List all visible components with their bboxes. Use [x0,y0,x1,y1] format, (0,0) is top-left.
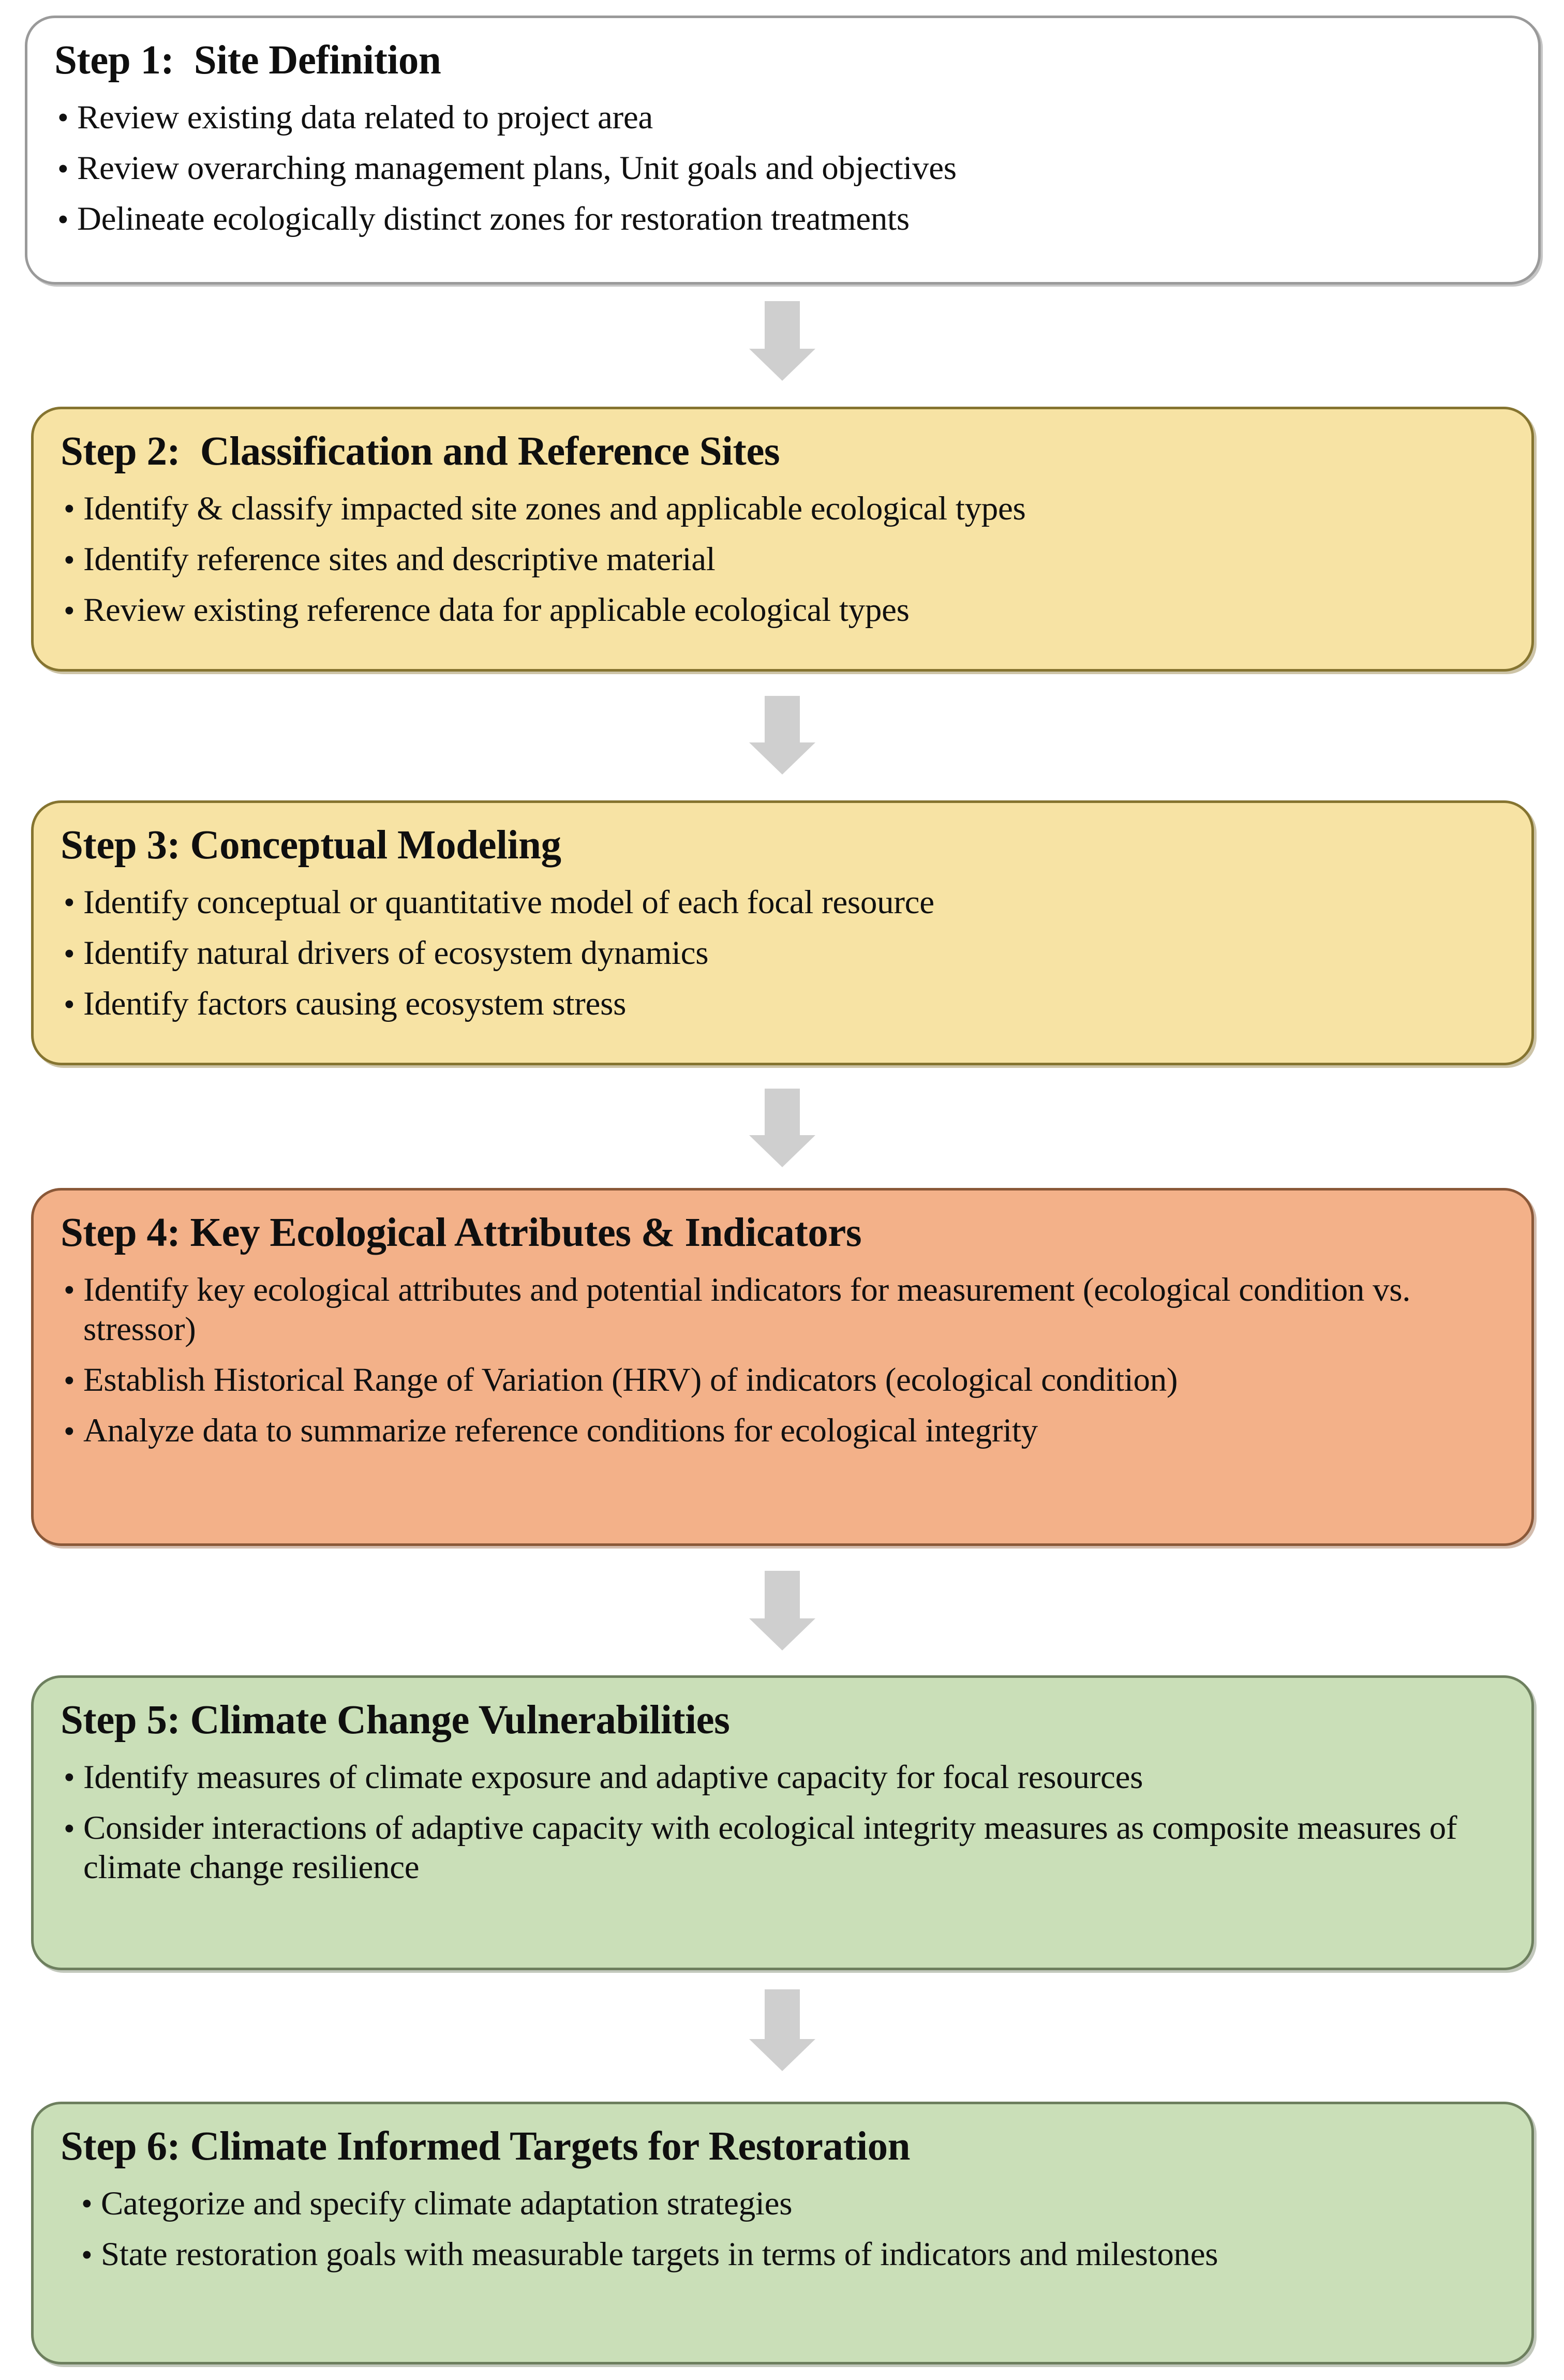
list-item: • Identify reference sites and descripti… [61,540,1505,579]
arrow-head [749,742,815,775]
arrow-down-icon-3-to-4 [749,1089,815,1167]
list-item-text: Identify natural drivers of ecosystem dy… [83,934,709,972]
list-item-text: Identify conceptual or quantitative mode… [83,883,934,921]
bullet-icon: • [64,492,75,527]
bullet-icon: • [57,100,69,136]
list-item-text: Review existing data related to project … [77,98,653,136]
step-5-bullet-list: • Identify measures of climate exposure … [61,1758,1505,1887]
list-item-text: Delineate ecologically distinct zones fo… [77,200,910,237]
list-item-text: Review existing reference data for appli… [83,591,910,629]
bullet-icon: • [57,151,69,187]
step-2-bullet-list: • Identify & classify impacted site zone… [61,489,1505,630]
arrow-head [749,1135,815,1167]
bullet-icon: • [64,885,75,921]
list-item-text: Identify key ecological attributes and p… [83,1271,1411,1348]
list-item: • State restoration goals with measurabl… [78,2235,1505,2274]
arrow-head [749,2039,815,2071]
list-item: • Identify factors causing ecosystem str… [61,984,1505,1023]
step-4-bullet-list: • Identify key ecological attributes and… [61,1270,1505,1450]
bullet-icon: • [81,2186,93,2222]
list-item-text: Identify measures of climate exposure an… [83,1758,1143,1796]
list-item: • Analyze data to summarize reference co… [61,1411,1505,1450]
step-1-title: Step 1: Site Definition [54,38,441,83]
list-item-text: Consider interactions of adaptive capaci… [83,1809,1457,1886]
bullet-icon: • [64,542,75,578]
step-box-4[interactable]: Step 4: Key Ecological Attributes & Indi… [31,1188,1534,1546]
step-box-2[interactable]: Step 2: Classification and Reference Sit… [31,407,1534,672]
arrow-head [749,1618,815,1650]
arrow-shaft [765,1989,800,2039]
bullet-icon: • [64,1414,75,1449]
step-box-1[interactable]: Step 1: Site Definition • Review existin… [25,16,1541,285]
step-2-title: Step 2: Classification and Reference Sit… [61,429,780,474]
bullet-icon: • [64,1811,75,1847]
bullet-icon: • [64,1273,75,1308]
list-item: • Delineate ecologically distinct zones … [54,199,1511,239]
arrow-shaft [765,1571,800,1618]
list-item-text: State restoration goals with measurable … [101,2235,1218,2273]
bullet-icon: • [81,2237,93,2273]
arrow-shaft [765,1089,800,1135]
step-4-title: Step 4: Key Ecological Attributes & Indi… [61,1210,862,1255]
arrow-shaft [765,301,800,349]
arrow-shaft [765,696,800,742]
list-item: • Identify conceptual or quantitative mo… [61,883,1505,922]
step-3-bullet-list: • Identify conceptual or quantitative mo… [61,883,1505,1023]
step-6-bullet-list: • Categorize and specify climate adaptat… [61,2184,1505,2274]
bullet-icon: • [64,1363,75,1399]
list-item: • Review overarching management plans, U… [54,148,1511,188]
list-item: • Consider interactions of adaptive capa… [61,1808,1505,1887]
list-item-text: Establish Historical Range of Variation … [83,1361,1178,1399]
list-item-text: Identify reference sites and descriptive… [83,540,716,578]
arrow-down-icon-4-to-5 [749,1571,815,1650]
step-box-6[interactable]: Step 6: Climate Informed Targets for Res… [31,2102,1534,2364]
step-box-5[interactable]: Step 5: Climate Change Vulnerabilities •… [31,1675,1534,1970]
list-item: • Identify & classify impacted site zone… [61,489,1505,528]
list-item-text: Identify factors causing ecosystem stres… [83,985,627,1022]
bullet-icon: • [64,936,75,972]
arrow-down-icon-2-to-3 [749,696,815,775]
list-item: • Establish Historical Range of Variatio… [61,1360,1505,1400]
list-item: • Identify key ecological attributes and… [61,1270,1505,1349]
arrow-down-icon-5-to-6 [749,1989,815,2071]
list-item: • Identify measures of climate exposure … [61,1758,1505,1797]
list-item: • Identify natural drivers of ecosystem … [61,933,1505,973]
list-item-text: Categorize and specify climate adaptatio… [101,2184,793,2222]
list-item: • Review existing data related to projec… [54,98,1511,137]
step-1-bullet-list: • Review existing data related to projec… [54,98,1511,239]
list-item: • Review existing reference data for app… [61,590,1505,630]
list-item-text: Identify & classify impacted site zones … [83,489,1026,527]
bullet-icon: • [64,987,75,1022]
list-item: • Categorize and specify climate adaptat… [78,2184,1505,2223]
arrow-head [749,349,815,381]
bullet-icon: • [64,1760,75,1796]
step-3-title: Step 3: Conceptual Modeling [61,823,561,868]
bullet-icon: • [64,593,75,629]
step-5-title: Step 5: Climate Change Vulnerabilities [61,1698,730,1743]
arrow-down-icon-1-to-2 [749,301,815,381]
step-6-title: Step 6: Climate Informed Targets for Res… [61,2124,911,2169]
bullet-icon: • [57,202,69,237]
list-item-text: Analyze data to summarize reference cond… [83,1411,1038,1449]
list-item-text: Review overarching management plans, Uni… [77,149,957,187]
step-box-3[interactable]: Step 3: Conceptual Modeling • Identify c… [31,800,1534,1065]
